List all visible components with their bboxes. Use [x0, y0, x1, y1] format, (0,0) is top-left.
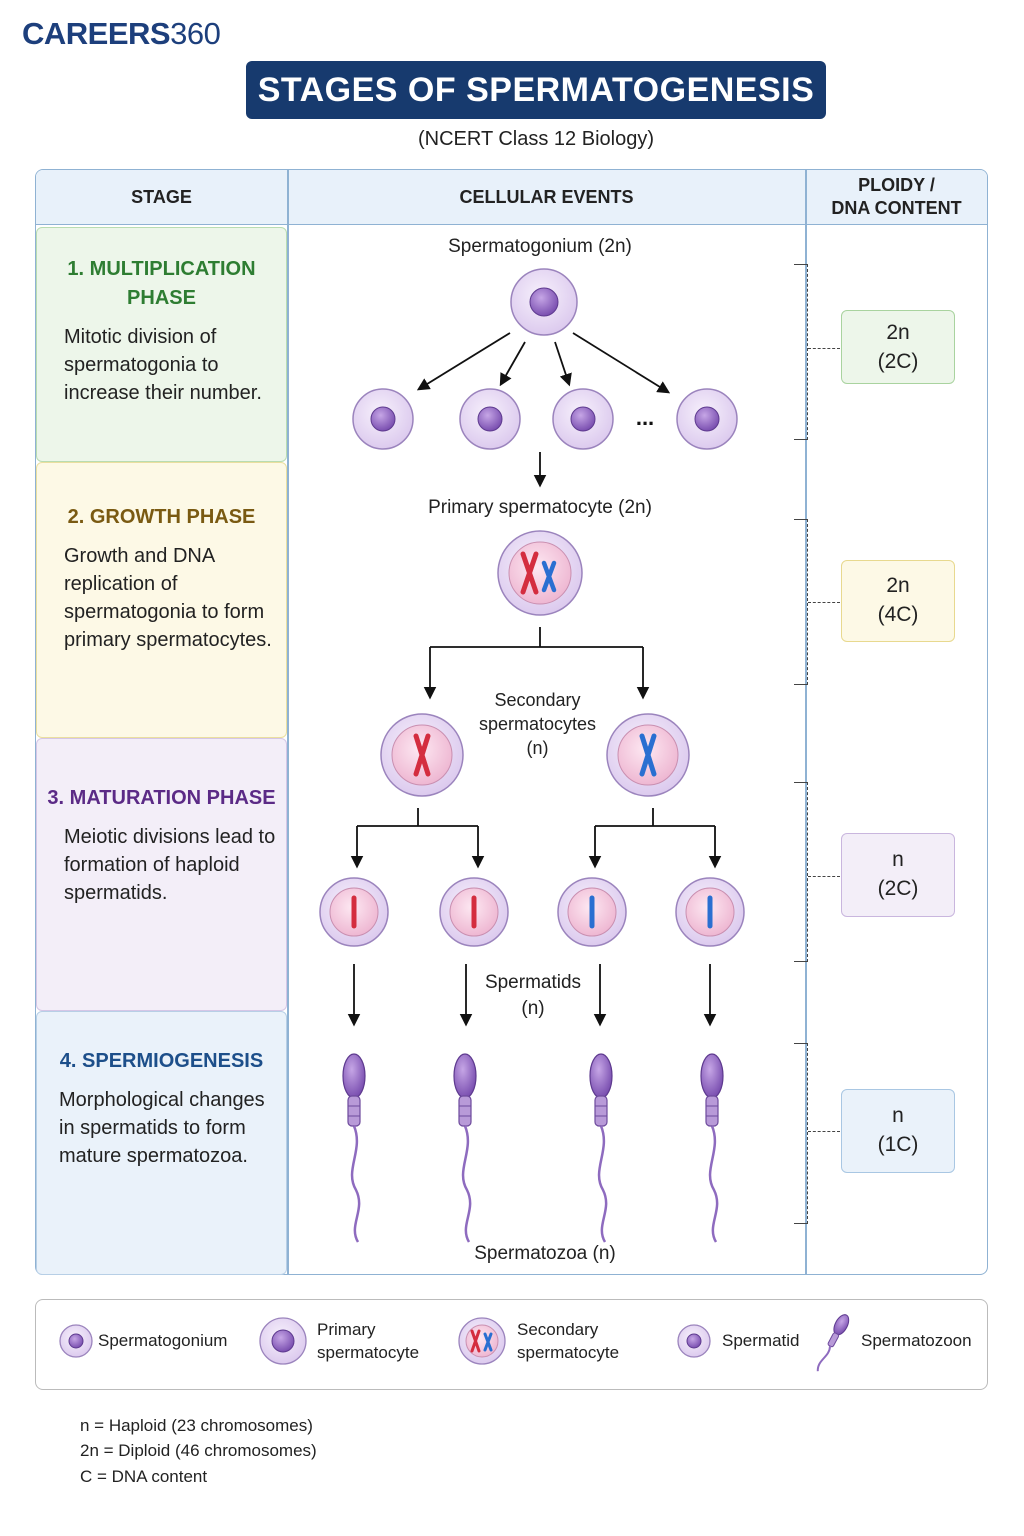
stage-bracket	[790, 519, 808, 685]
ploidy-box-multiplication: 2n (2C)	[841, 310, 955, 384]
spermatid-icon	[677, 1324, 711, 1358]
stage-description: Mitotic division of spermatogonia to inc…	[64, 326, 262, 404]
header-ploidy-line2: DNA CONTENT	[831, 198, 962, 218]
ploidy-value: 2n	[886, 574, 910, 597]
brand-number: 360	[170, 16, 221, 51]
spermatid-cell	[319, 877, 389, 947]
stage-growth: 2. GROWTH PHASE Growth and DNA replicati…	[36, 462, 287, 738]
ploidy-box-growth: 2n (4C)	[841, 560, 955, 642]
stage-title: 4. SPERMIOGENESIS	[59, 1050, 264, 1072]
label-spermatids: Spermatids (n)	[468, 970, 598, 1022]
secondary-spermatocyte-cell	[380, 713, 464, 797]
label-line: Secondary	[494, 690, 581, 710]
spermiogenesis-arrows	[347, 964, 717, 1027]
ellipsis: ...	[636, 405, 654, 430]
secondary-spermatocyte-icon	[458, 1317, 506, 1365]
brand-logo: CAREERS360	[22, 16, 221, 52]
legend	[35, 1299, 988, 1390]
brand-name: CAREERS	[22, 16, 171, 51]
spermatid-cell	[675, 877, 745, 947]
ploidy-value: n	[892, 1104, 904, 1127]
header-stage: STAGE	[36, 170, 287, 225]
legend-line: Primary	[317, 1320, 376, 1339]
stage-bracket	[790, 782, 808, 962]
legend-spermatogonium: Spermatogonium	[98, 1331, 228, 1350]
bracket-connector	[808, 1131, 840, 1132]
ploidy-box-spermiogenesis: n (1C)	[841, 1089, 955, 1173]
stages-table	[35, 169, 988, 1275]
spermatogonia-row: ...	[352, 388, 738, 450]
dna-content: (2C)	[877, 350, 919, 373]
events-diagram: ...	[319, 268, 745, 1243]
ploidy-value: n	[892, 848, 904, 871]
bracket-connector	[808, 348, 840, 349]
stage-title: 2. GROWTH PHASE	[67, 506, 256, 528]
column-divider	[287, 170, 289, 1275]
stage-title: 1. MULTIPLICATION PHASE	[67, 258, 256, 309]
label-spermatogonium: Spermatogonium (2n)	[448, 236, 632, 257]
legend-line: spermatocyte	[517, 1343, 620, 1362]
legend-spermatid: Spermatid	[722, 1331, 800, 1350]
legend-secondary: Secondary spermatocyte	[517, 1318, 619, 1364]
stage-description: Growth and DNA replication of spermatogo…	[64, 545, 272, 651]
mitosis-arrows	[416, 332, 671, 394]
label-line: (n)	[521, 998, 545, 1019]
stage-spermiogenesis: 4. SPERMIOGENESIS Morphological changes …	[36, 1011, 287, 1275]
spermatozoon	[453, 1053, 477, 1243]
primary-spermatocyte-icon	[259, 1317, 307, 1365]
header-events: CELLULAR EVENTS	[288, 170, 805, 225]
bracket-connector	[808, 602, 840, 603]
header-ploidy-line1: PLOIDY /	[858, 175, 935, 195]
dna-content: (4C)	[877, 603, 919, 626]
dna-content: (2C)	[877, 877, 919, 900]
legend-line: spermatocyte	[317, 1343, 420, 1362]
note-dna-content: C = DNA content	[80, 1467, 208, 1486]
spermatogonium-cell	[510, 268, 578, 336]
dna-content: (1C)	[877, 1133, 919, 1156]
stage-description: Meiotic divisions lead to formation of h…	[64, 826, 276, 904]
label-line: spermatocytes	[478, 714, 597, 734]
note-haploid: n = Haploid (23 chromosomes)	[80, 1416, 313, 1435]
primary-spermatocyte-cell	[497, 530, 583, 616]
meiosis-ii-arrows	[350, 808, 722, 869]
header-ploidy: PLOIDY / DNA CONTENT	[806, 170, 987, 225]
page-title: STAGES OF SPERMATOGENESIS	[246, 61, 826, 119]
label-line: Spermatids	[484, 972, 582, 993]
meiosis-i-arrows	[423, 627, 650, 700]
secondary-spermatocyte-cell	[606, 713, 690, 797]
stage-description: Morphological changes in spermatids to f…	[59, 1089, 265, 1167]
stage-bracket	[790, 264, 808, 440]
stage-multiplication: 1. MULTIPLICATION PHASE Mitotic division…	[36, 227, 287, 462]
ploidy-box-maturation: n (2C)	[841, 833, 955, 917]
spermatogonium-icon	[59, 1324, 93, 1358]
page-subtitle: (NCERT Class 12 Biology)	[417, 128, 654, 150]
label-line: (n)	[526, 738, 549, 758]
legend-line: Secondary	[517, 1320, 599, 1339]
label-primary-spermatocyte: Primary spermatocyte (2n)	[428, 497, 652, 518]
bracket-connector	[808, 876, 840, 877]
stage-maturation: 3. MATURATION PHASE Meiotic divisions le…	[36, 738, 287, 1011]
spermatozoon	[342, 1053, 366, 1243]
spermatid-cell	[557, 877, 627, 947]
note-diploid: 2n = Diploid (46 chromosomes)	[80, 1441, 317, 1460]
legend-primary: Primary spermatocyte	[317, 1318, 419, 1364]
spermatozoon	[589, 1053, 613, 1243]
label-secondary-spermatocytes: Secondary spermatocytes (n)	[460, 688, 615, 760]
spermatozoon-icon	[816, 1314, 850, 1372]
spermatozoon	[700, 1053, 724, 1243]
label-spermatozoa: Spermatozoa (n)	[474, 1243, 616, 1264]
column-divider	[805, 170, 807, 1275]
legend-spermatozoon: Spermatozoon	[861, 1331, 972, 1350]
spermatid-cell	[439, 877, 509, 947]
ploidy-value: 2n	[886, 321, 910, 344]
stage-bracket	[790, 1043, 808, 1224]
legend-icons	[59, 1314, 850, 1372]
stage-title: 3. MATURATION PHASE	[47, 787, 276, 809]
